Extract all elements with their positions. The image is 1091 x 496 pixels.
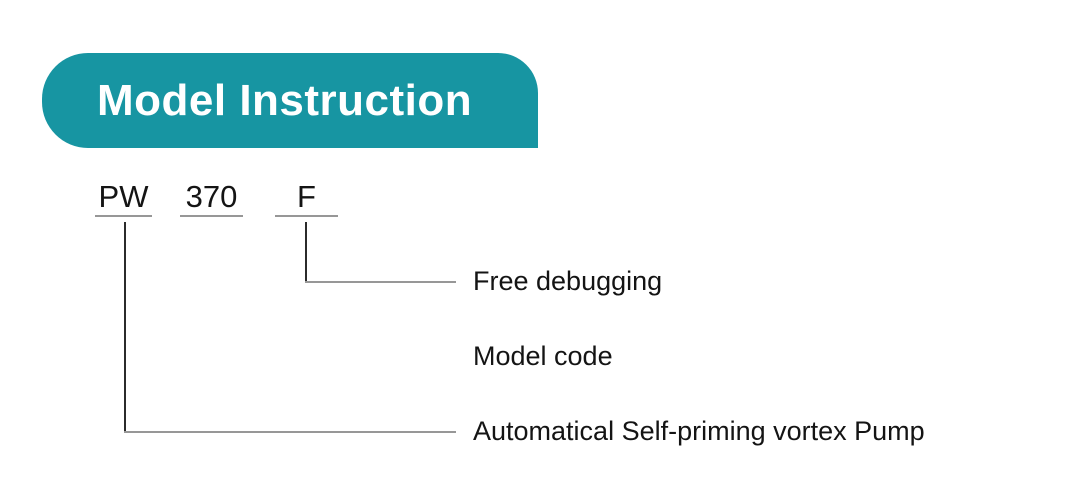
code-pw: PW xyxy=(98,179,149,214)
connector-horizontal-pw xyxy=(124,431,456,433)
section-title: Model Instruction xyxy=(97,75,473,125)
code-segment-pw: PW xyxy=(95,181,152,217)
code-segment-f: F xyxy=(275,181,338,217)
label-model-code: Model code xyxy=(473,341,613,371)
connector-vertical-f xyxy=(305,222,307,282)
section-header: Model Instruction xyxy=(42,53,538,148)
code-370: 370 xyxy=(185,179,238,214)
code-370-underline xyxy=(180,215,243,217)
code-pw-underline xyxy=(95,215,152,217)
connector-vertical-pw xyxy=(124,222,126,432)
label-free-debugging: Free debugging xyxy=(473,266,663,296)
label-pump-type: Automatical Self-priming vortex Pump xyxy=(473,416,925,446)
code-f: F xyxy=(297,179,316,214)
code-f-underline xyxy=(275,215,338,217)
code-segment-370: 370 xyxy=(180,181,243,217)
connector-horizontal-f xyxy=(305,281,456,283)
